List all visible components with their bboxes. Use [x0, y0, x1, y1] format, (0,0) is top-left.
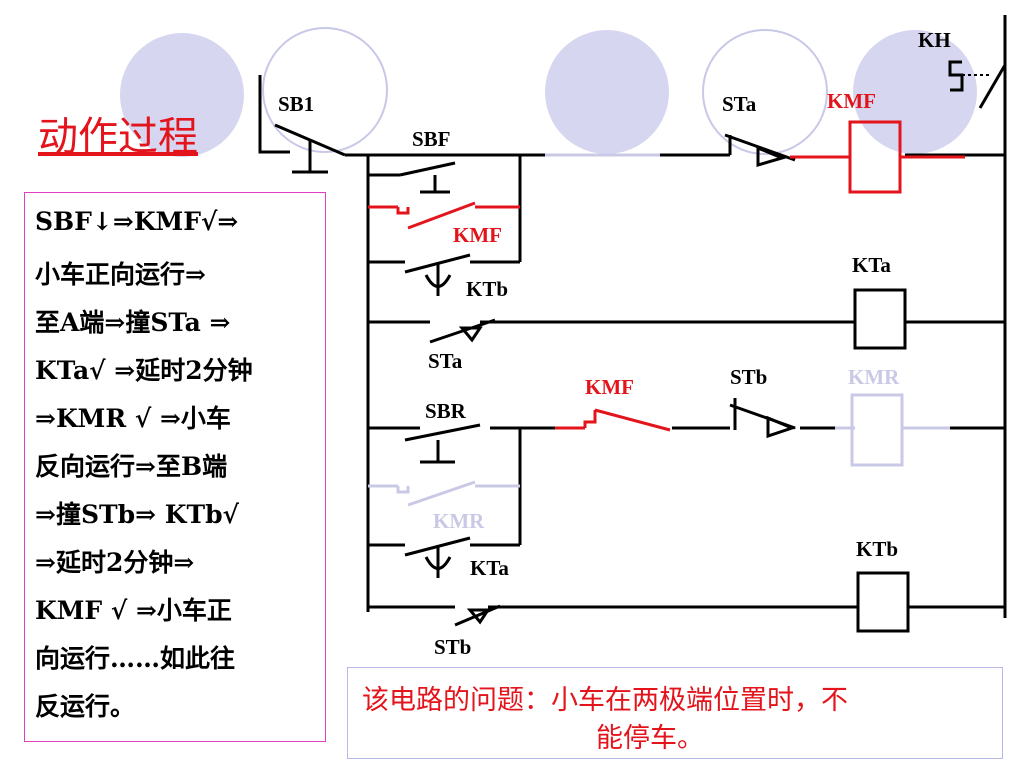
sequence-line: 向运行……如此往 [35, 644, 236, 673]
kta-contact-label: KTa [470, 556, 509, 580]
sequence-line: 至A端⇒撞STa ⇒ [35, 308, 231, 337]
kmr-hold-label: KMR [433, 509, 485, 533]
kmf-hold-label: KMF [453, 223, 502, 247]
ktb-contact-label: KTb [466, 277, 508, 301]
sta-row2-label: STa [428, 349, 463, 373]
stb-contact-row3 [729, 398, 797, 439]
note-line-2: 能停车。 [596, 723, 704, 754]
decorative-circles [120, 27, 977, 157]
sequence-line: ⇒KMR √ ⇒小车 [35, 404, 231, 433]
page-title: 动作过程 [38, 114, 198, 160]
ktb-coil-label: KTb [856, 537, 898, 561]
sequence-line: ⇒撞STb⇒ KTb√ [35, 500, 239, 529]
row4 [368, 571, 1005, 633]
kmr-holding-contact [368, 480, 520, 507]
sequence-line: ⇒延时2分钟⇒ [35, 548, 195, 577]
kh-label: KH [918, 28, 951, 52]
sta-contact-row1 [724, 133, 796, 167]
sbf-label: SBF [412, 127, 451, 151]
sequence-line: 反运行。 [35, 692, 136, 721]
kmr-coil [835, 393, 950, 467]
sbr-button [404, 423, 481, 464]
sbf-button [368, 161, 456, 194]
ktb-contact-1 [368, 253, 520, 296]
kta-contact [368, 536, 520, 578]
kmf-coil [790, 120, 965, 194]
kh-contact [948, 60, 1007, 109]
stb-top-label: STb [730, 365, 767, 389]
stb-row4-label: STb [434, 635, 471, 659]
sequence-line: 反向运行⇒至B端 [35, 452, 228, 481]
row2 [368, 288, 1005, 350]
kmf-interlock-contact [555, 408, 671, 432]
sequence-line: SBF↓⇒KMF√⇒ [35, 207, 239, 236]
sequence-line: KMF √ ⇒小车正 [35, 596, 232, 625]
kta-coil-label: KTa [852, 253, 891, 277]
sta-top-label: STa [722, 92, 757, 116]
note-line-1: 该电路的问题：小车在两极端位置时，不 [362, 685, 848, 716]
sb1-label: SB1 [278, 92, 314, 116]
sbr-label: SBR [425, 399, 467, 423]
problem-note: 该电路的问题：小车在两极端位置时，不 能停车。 [347, 667, 1003, 759]
kmr-coil-label: KMR [848, 365, 900, 389]
kmf-coil-label: KMF [827, 89, 876, 113]
sequence-line: 小车正向运行⇒ [35, 260, 206, 289]
sequence-box: SBF↓⇒KMF√⇒ 小车正向运行⇒ 至A端⇒撞STa ⇒ KTa√ ⇒延时2分… [24, 192, 326, 742]
kmf-holding-contact [368, 201, 520, 230]
kmf-interlock-label: KMF [585, 375, 634, 399]
sequence-line: KTa√ ⇒延时2分钟 [35, 356, 253, 385]
sb1-button [258, 75, 368, 174]
